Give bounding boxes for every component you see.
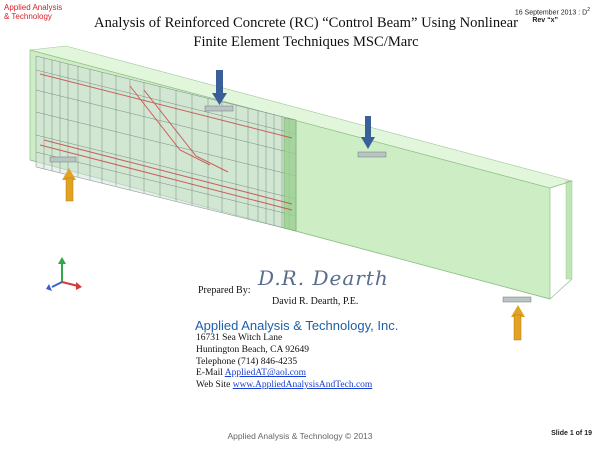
email-link[interactable]: AppliedAT@aol.com (224, 368, 307, 379)
signature-image: D.R. Dearth (258, 266, 389, 290)
support-arrow-icon (62, 168, 76, 202)
support-plate-right (502, 296, 532, 303)
email-label: E-Mail (196, 368, 225, 379)
email-row: E-Mail AppliedAT@aol.com (196, 368, 372, 380)
telephone: Telephone (714) 846-4235 (196, 356, 298, 367)
website-row: Web Site www.AppliedAnalysisAndTech.com (196, 380, 372, 392)
load-plate-left (204, 105, 234, 112)
slide-title: Analysis of Reinforced Concrete (RC) “Co… (88, 14, 524, 52)
load-plate-right (357, 151, 387, 158)
mesh-end-cap (283, 117, 297, 232)
footer-copyright: Applied Analysis & Technology © 2013 (227, 431, 373, 441)
prepared-by-label: Prepared By: (198, 285, 251, 296)
coordinate-axes-icon (46, 257, 82, 291)
load-arrow-icon (361, 116, 375, 149)
website-link[interactable]: www.AppliedAnalysisAndTech.com (232, 380, 373, 391)
brand-logo-text: Applied Analysis & Technology (4, 3, 62, 21)
date-superscript: 2 (587, 7, 590, 13)
support-arrow-icon (511, 305, 525, 341)
support-plate-left (49, 156, 77, 163)
slide-date: 16 September 2013 : D2 (515, 7, 590, 16)
company-name: Applied Analysis & Technology, Inc. (195, 318, 399, 333)
revision-label: Rev “x” (532, 17, 558, 24)
brand-line-1: Applied Analysis (4, 3, 63, 12)
slide-number: Slide 1 of 19 (551, 430, 592, 437)
beam-side-face (565, 180, 573, 280)
author-name: David R. Dearth, P.E. (272, 296, 359, 307)
title-line-2: Finite Element Techniques MSC/Marc (193, 34, 419, 50)
street-address: 16731 Sea Witch Lane (196, 333, 283, 343)
rebar-lines (39, 73, 293, 211)
load-arrow-icon (212, 70, 227, 105)
title-line-1: Analysis of Reinforced Concrete (RC) “Co… (94, 15, 518, 31)
company-address-block: 16731 Sea Witch Lane Huntington Beach, C… (196, 333, 372, 392)
brand-line-2: & Technology (4, 12, 52, 21)
website-label: Web Site (196, 380, 233, 391)
city-address: Huntington Beach, CA 92649 (196, 344, 309, 355)
date-text: 16 September 2013 : D (514, 9, 588, 17)
